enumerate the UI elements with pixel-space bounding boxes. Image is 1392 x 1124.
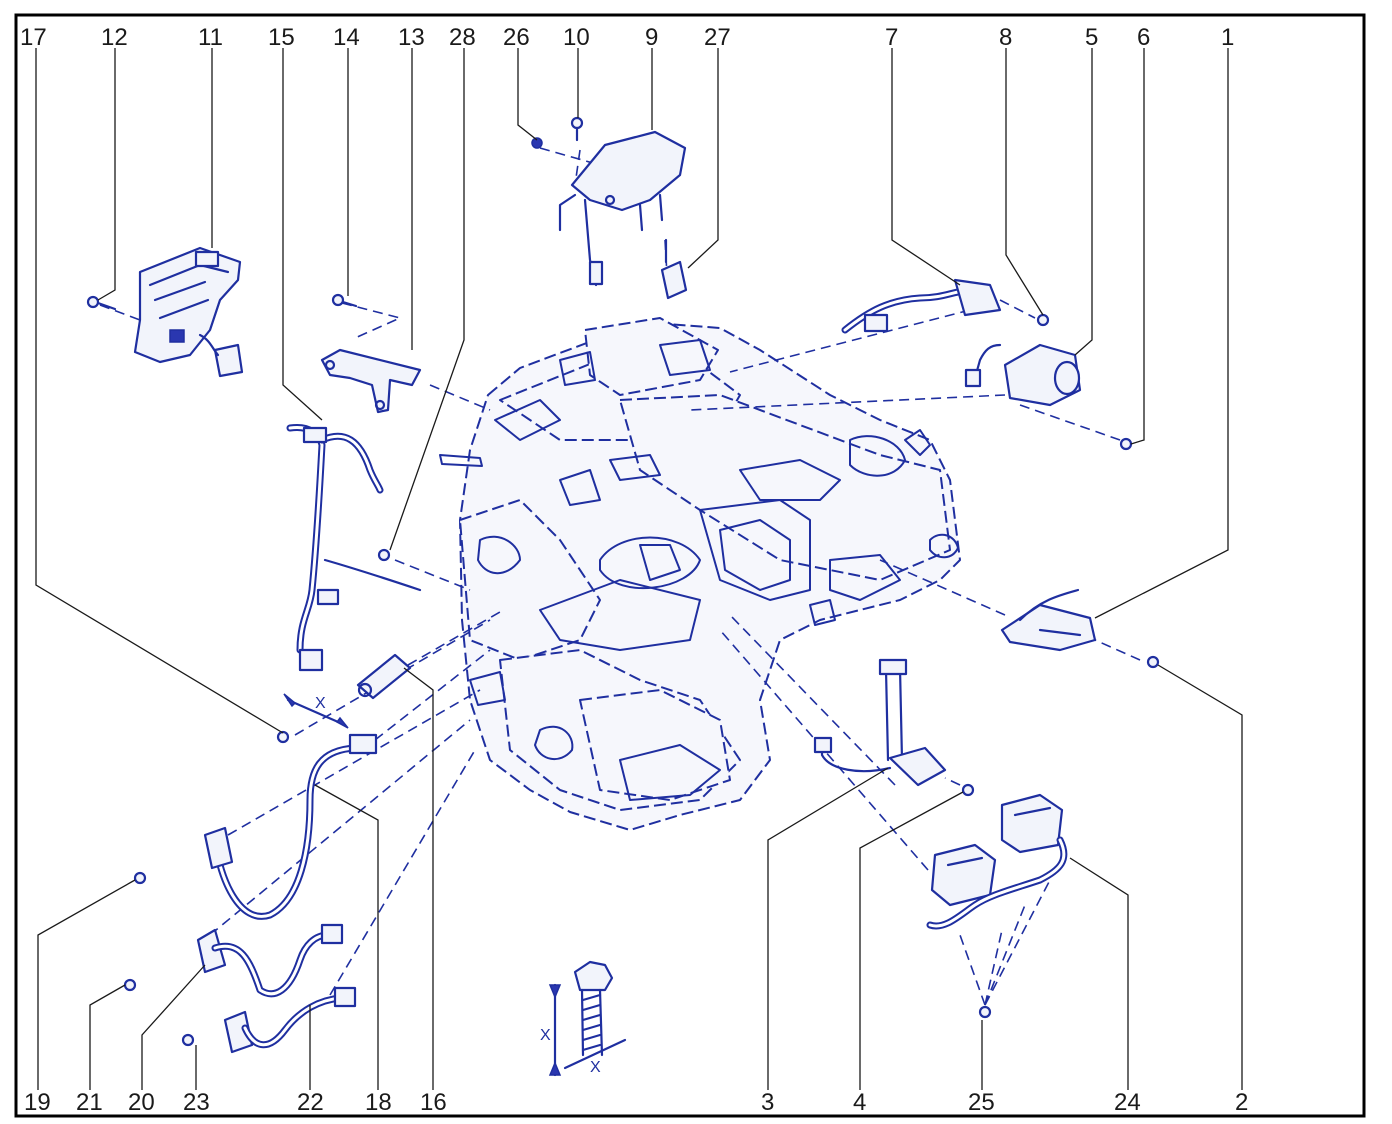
part-18-wiring-harness (203, 733, 378, 920)
part-9-cover-bracket (558, 130, 687, 287)
callout-18: 18 (365, 1089, 392, 1116)
callout-12: 12 (101, 24, 128, 51)
part-11-connector-bracket (133, 246, 244, 378)
part-13-bracket (320, 348, 422, 414)
callout-3: 3 (761, 1089, 774, 1116)
assembly-leader-lines (99, 147, 1141, 1006)
callout-27: 27 (704, 24, 731, 51)
callout-leader-lines (35, 48, 1243, 1090)
callout-19: 19 (24, 1089, 51, 1116)
part-21-bolt (123, 978, 137, 992)
part-2-bolt (1146, 655, 1160, 669)
part-20-sensor-harness (196, 923, 344, 998)
dimension-label-x-3: X (590, 1059, 601, 1076)
part-25-bolt (978, 1005, 992, 1019)
callout-8: 8 (999, 24, 1012, 51)
part-10-bolt (570, 116, 584, 142)
part-24-main-harness (926, 793, 1068, 930)
callouts-top-row: 17 12 11 15 14 13 28 26 10 9 27 7 8 5 6 … (20, 24, 1234, 51)
callout-7: 7 (885, 24, 898, 51)
part-19-bolt (133, 871, 147, 885)
callout-14: 14 (333, 24, 360, 51)
callouts-bottom-row: 19 21 20 23 22 18 16 3 4 25 24 2 (24, 1089, 1248, 1116)
part-16-sensor (356, 653, 412, 700)
callout-25: 25 (968, 1089, 995, 1116)
callout-28: 28 (449, 24, 476, 51)
callout-10: 10 (563, 24, 590, 51)
part-3-sensor-harness (813, 658, 947, 787)
part-15-wiring-harness (286, 423, 422, 672)
engine-assembly (439, 317, 961, 831)
part-12-bolt (86, 295, 117, 311)
callout-26: 26 (503, 24, 530, 51)
part-27-connector (660, 238, 688, 300)
callout-11: 11 (198, 24, 223, 51)
callout-24: 24 (1114, 1089, 1141, 1116)
callout-23: 23 (183, 1089, 210, 1116)
callout-20: 20 (128, 1089, 155, 1116)
bolt-dimension-detail: X X (540, 960, 627, 1077)
callout-6: 6 (1137, 24, 1150, 51)
callout-21: 21 (76, 1089, 103, 1116)
part-6-bolt (1119, 437, 1133, 451)
dimension-label-x-2: X (540, 1027, 551, 1044)
callout-4: 4 (853, 1089, 866, 1116)
callout-9: 9 (645, 24, 658, 51)
part-22-sensor-harness (223, 986, 357, 1054)
part-7-sensor-harness (841, 278, 1002, 334)
part-14-bolt (331, 293, 358, 308)
callout-13: 13 (398, 24, 425, 51)
callout-17: 17 (20, 24, 47, 51)
callout-16: 16 (420, 1089, 447, 1116)
part-23-bolt (181, 1033, 195, 1047)
part-4-bolt (961, 783, 975, 797)
part-5-actuator (964, 343, 1082, 407)
callout-15: 15 (268, 24, 295, 51)
diagram-frame (14, 13, 1366, 1118)
callout-22: 22 (297, 1089, 324, 1116)
part-17-bolt: X (276, 693, 349, 744)
part-28-bolt (377, 548, 391, 562)
callout-2: 2 (1235, 1089, 1248, 1116)
callout-5: 5 (1085, 24, 1098, 51)
part-26-nut (531, 137, 543, 149)
part-1-sensor-assembly (1000, 588, 1097, 652)
dimension-label-x-1: X (315, 695, 326, 712)
callout-1: 1 (1221, 24, 1234, 51)
part-8-bolt (1036, 313, 1050, 327)
